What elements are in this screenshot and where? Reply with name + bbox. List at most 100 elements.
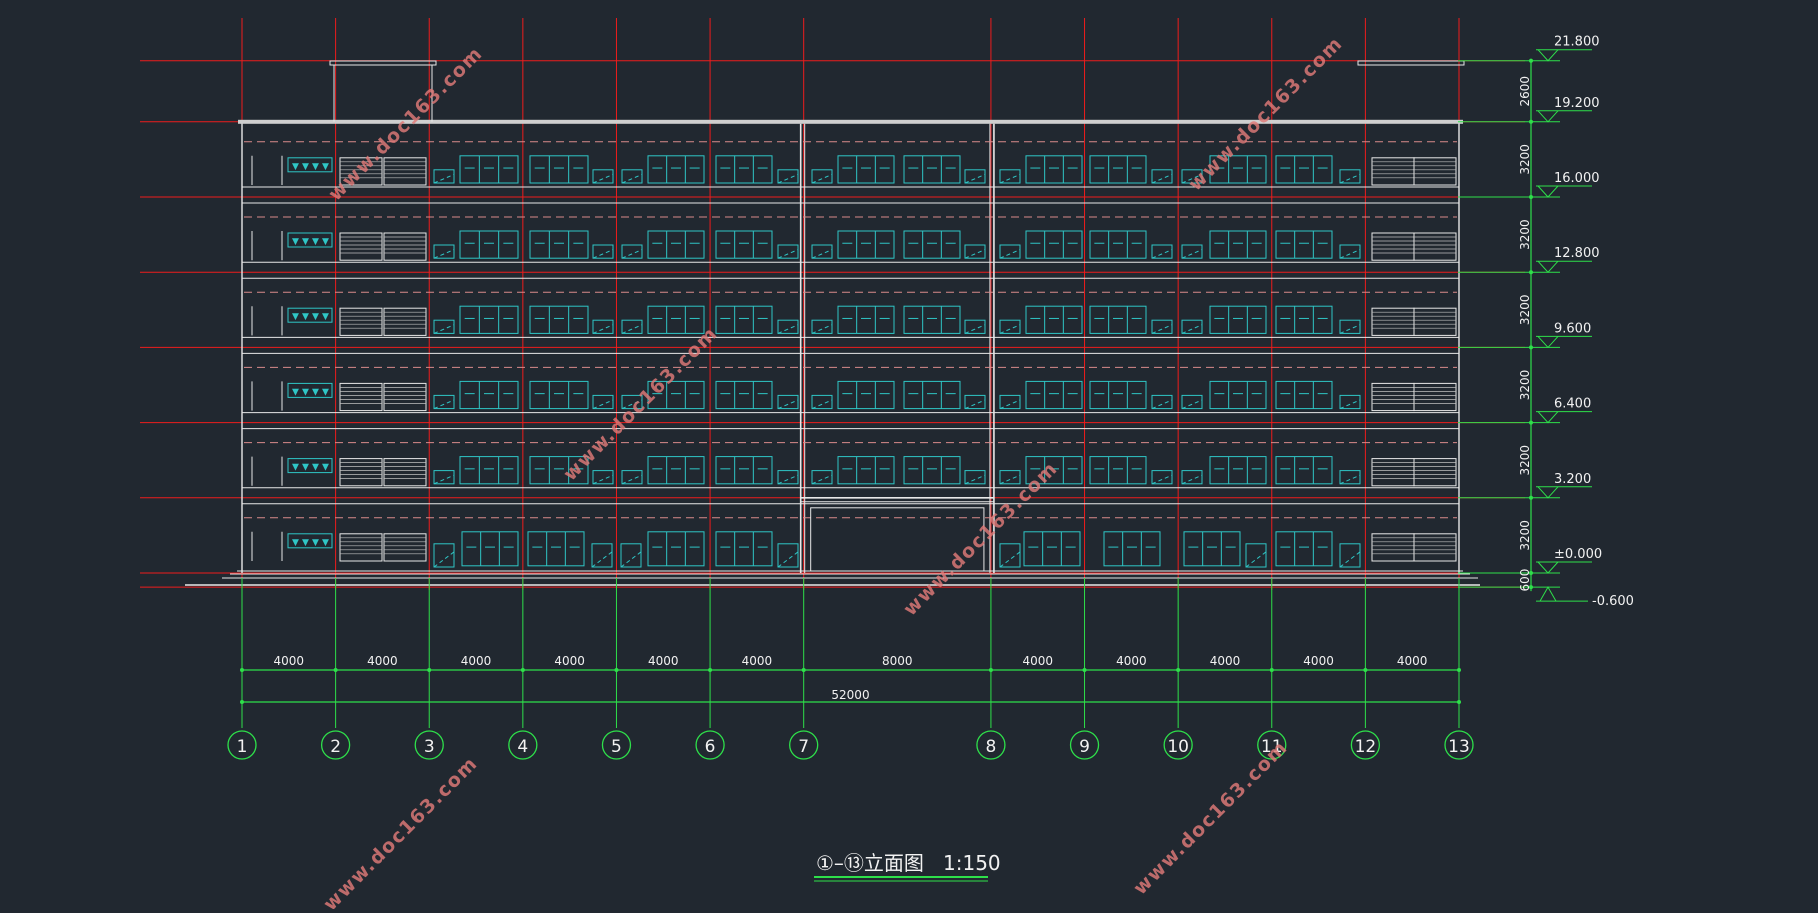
door-swing	[777, 551, 799, 568]
roof-parapet	[238, 119, 1463, 124]
window	[459, 305, 519, 334]
door	[777, 319, 799, 334]
window	[837, 456, 895, 485]
door	[964, 319, 986, 334]
dim-tick	[333, 668, 338, 672]
door-swing	[811, 399, 833, 410]
window	[529, 305, 589, 334]
dim-tick	[988, 668, 993, 672]
door-swing	[1181, 474, 1203, 485]
door-swing	[1151, 249, 1173, 259]
louver-mark: ▼	[292, 162, 299, 172]
door	[1339, 470, 1361, 485]
window	[1275, 155, 1333, 184]
window	[1275, 531, 1333, 567]
axis-bubble	[1257, 730, 1287, 760]
window	[647, 305, 705, 334]
window	[459, 230, 519, 259]
door	[1339, 169, 1361, 184]
window	[837, 230, 895, 259]
bay-dimension: 4000	[461, 654, 492, 668]
dim-tick	[1529, 195, 1533, 199]
door-swing	[1151, 173, 1173, 184]
door-swing	[621, 399, 643, 410]
window	[647, 155, 705, 184]
watermark: www.doc163.com	[899, 457, 1062, 620]
door-swing	[433, 173, 455, 184]
axis-label: 6	[705, 737, 716, 757]
bay-dimension: 4000	[1303, 654, 1334, 668]
louver-mark: ▼	[322, 237, 329, 247]
elevation-label: 9.600	[1554, 321, 1591, 336]
louver-mark: ▼	[292, 387, 299, 397]
window	[1209, 230, 1267, 259]
window	[903, 305, 961, 334]
window	[903, 155, 961, 184]
door	[964, 470, 986, 485]
window	[1025, 380, 1083, 410]
dim-tick	[1529, 270, 1533, 275]
window	[837, 380, 895, 410]
dim-tick	[801, 668, 806, 672]
door	[620, 543, 642, 568]
door-swing	[592, 173, 614, 184]
door-swing	[433, 324, 455, 334]
level-marker	[1539, 586, 1557, 602]
window	[1025, 456, 1083, 485]
axis-label: 9	[1079, 737, 1090, 757]
stair-window	[1413, 307, 1457, 336]
window	[1183, 531, 1241, 567]
window	[715, 531, 773, 567]
stair-window	[339, 382, 383, 412]
axis-label: 5	[611, 737, 622, 757]
stair-window	[1413, 232, 1457, 261]
louver	[287, 458, 333, 474]
elevation-label: ±0.000	[1554, 547, 1602, 562]
door-swing	[964, 249, 986, 259]
axis-label: 11	[1261, 737, 1283, 757]
drawing-scale: 1:150	[943, 851, 1001, 875]
door	[592, 244, 614, 259]
door-swing	[999, 173, 1021, 184]
dim-tick	[1529, 58, 1533, 63]
door	[621, 319, 643, 334]
storey-height: 600	[1518, 569, 1532, 592]
level-marker	[1537, 110, 1559, 123]
door	[621, 244, 643, 259]
door	[433, 319, 455, 334]
louver-mark: ▼	[302, 162, 309, 172]
bay-dimension: 4000	[648, 654, 679, 668]
stair-window	[1413, 382, 1457, 412]
dim-tick	[1529, 571, 1533, 575]
bay-dimension: 4000	[742, 654, 773, 668]
louver-mark: ▼	[312, 237, 319, 247]
window	[1025, 155, 1083, 184]
window	[1209, 305, 1267, 334]
window	[837, 305, 895, 334]
door-swing	[620, 551, 642, 568]
window	[1089, 230, 1147, 259]
watermark: www.doc163.com	[559, 322, 722, 485]
louver-mark: ▼	[312, 538, 319, 548]
door-swing	[592, 399, 614, 410]
door	[999, 470, 1021, 485]
door-swing	[777, 249, 799, 259]
dim-tick	[240, 668, 244, 672]
storey-height: 3200	[1518, 295, 1532, 326]
axis-bubble	[789, 730, 819, 760]
dim-tick	[1269, 668, 1274, 672]
axis-label: 13	[1448, 737, 1470, 757]
door-swing	[1181, 173, 1203, 184]
louver-mark: ▼	[322, 538, 329, 548]
level-marker	[1537, 260, 1559, 273]
door	[777, 169, 799, 184]
door-swing	[777, 474, 799, 485]
window	[647, 230, 705, 259]
window	[1209, 380, 1267, 410]
window	[1089, 380, 1147, 410]
window	[529, 155, 589, 184]
door-swing	[1339, 249, 1361, 259]
door-swing	[811, 324, 833, 334]
